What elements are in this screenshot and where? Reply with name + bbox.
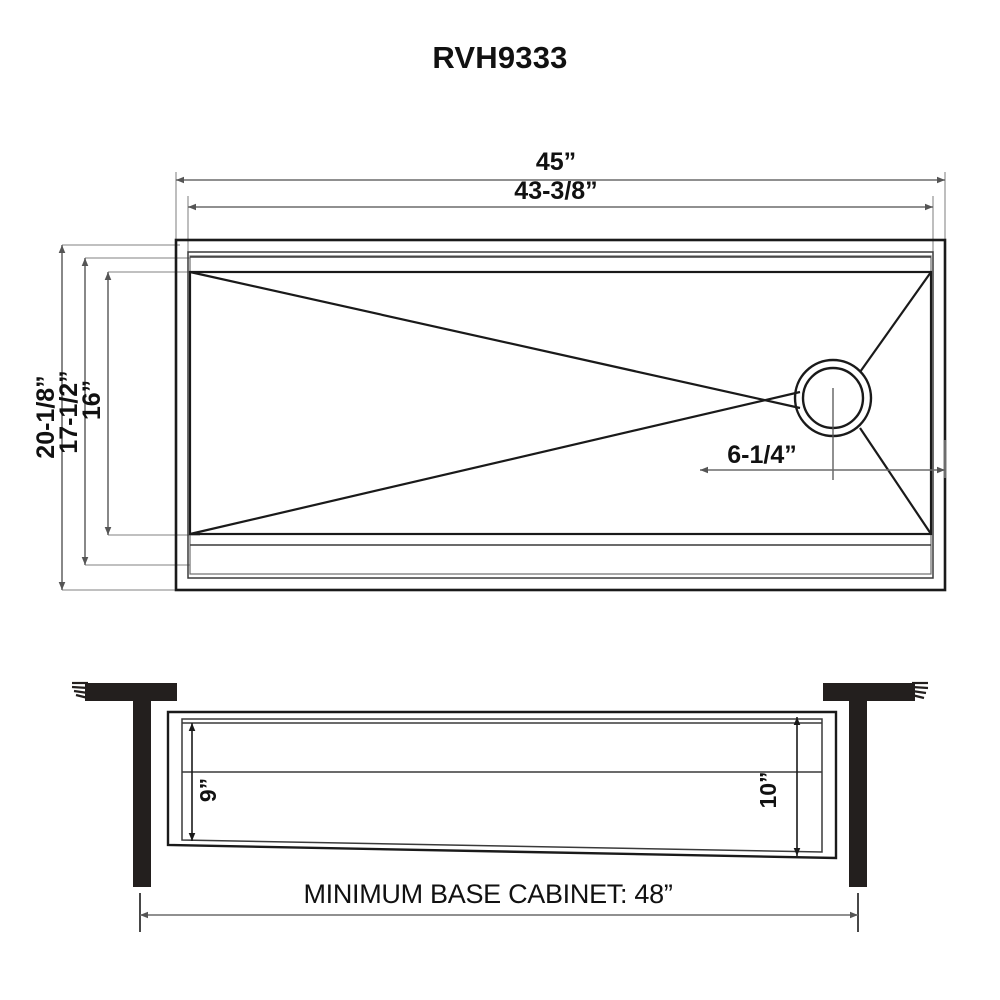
- base-cabinet-caption: MINIMUM BASE CABINET: 48”: [303, 879, 672, 909]
- label-drain-offset: 6-1/4”: [727, 441, 796, 469]
- dimension-left-depth: 9”: [188, 723, 221, 841]
- countertop-left: [85, 683, 177, 887]
- dimension-inner-width: 43-3/8”: [188, 177, 933, 211]
- dimension-base-cabinet: [139, 893, 859, 932]
- countertop-right-slab: [823, 683, 915, 701]
- sink-outer-rim: [174, 238, 947, 592]
- sink-section-inner: [181, 718, 823, 853]
- top-view-witness-lines: [62, 172, 946, 591]
- section-view-group: 9” 10” MINIMUM BASE CABINET: 48”: [71, 681, 929, 932]
- sink-section-body: [166, 710, 838, 860]
- dimension-overall-width: 45”: [176, 148, 945, 184]
- cabinet-wall-right: [849, 697, 867, 887]
- basin-slope-lines: [189, 270, 932, 536]
- dimension-drain-offset: 6-1/4”: [700, 440, 946, 478]
- drain: [793, 358, 873, 480]
- countertop-right: [823, 683, 915, 887]
- label-basin-depth: 16”: [78, 380, 106, 420]
- dimension-right-depth: 10”: [755, 717, 801, 856]
- dimension-overall-depth: 20-1/8”: [32, 245, 66, 590]
- top-view-group: 45” 43-3/8” 20-1/8” 17-1/2” 16”: [32, 148, 947, 592]
- label-overall-depth: 20-1/8”: [32, 375, 60, 458]
- hatch-right: [911, 681, 929, 700]
- sink-ledge-band: [189, 255, 932, 575]
- label-left-depth: 9”: [195, 778, 221, 802]
- sink-inner-rim: [187, 251, 934, 579]
- label-overall-width: 45”: [536, 148, 576, 176]
- label-inner-width: 43-3/8”: [514, 177, 597, 205]
- cabinet-wall-left: [133, 697, 151, 887]
- label-inner-depth: 17-1/2”: [55, 370, 83, 453]
- hatch-left: [71, 681, 89, 700]
- label-right-depth: 10”: [755, 771, 781, 808]
- page-title: RVH9333: [432, 40, 568, 75]
- countertop-left-slab: [85, 683, 177, 701]
- sink-basin: [188, 270, 933, 536]
- dimension-inner-depth: 17-1/2”: [55, 258, 89, 565]
- dimension-basin-depth: 16”: [78, 272, 112, 535]
